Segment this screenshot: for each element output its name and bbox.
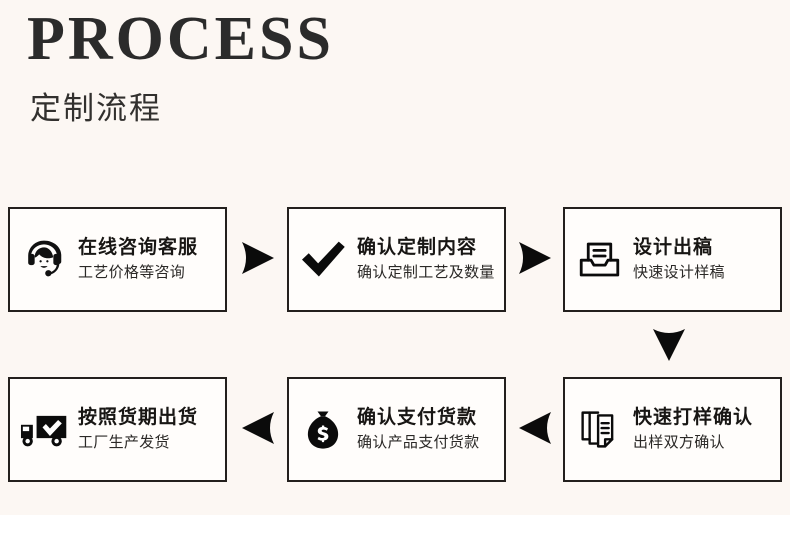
arrow-right-icon-2	[517, 241, 553, 275]
process-step-subtitle-4: 出样双方确认	[633, 434, 725, 452]
process-step-subtitle-5: 确认产品支付货款	[357, 434, 480, 452]
process-step-title-6: 按照货期出货	[78, 407, 199, 429]
process-step-card-5[interactable]: 确认支付货款 确认产品支付货款	[287, 377, 506, 482]
process-step-title-4: 快速打样确认	[633, 407, 754, 429]
process-step-title-2: 确认定制内容	[357, 237, 478, 259]
documents-stack-icon	[565, 379, 633, 480]
arrow-down-icon	[652, 327, 686, 363]
delivery-truck-icon	[10, 379, 78, 480]
process-step-subtitle-2: 确认定制工艺及数量	[357, 264, 495, 282]
process-step-card-3[interactable]: 设计出稿 快速设计样稿	[563, 207, 782, 312]
process-step-subtitle-6: 工厂生产发货	[78, 434, 170, 452]
money-bag-icon	[289, 379, 357, 480]
process-step-card-4[interactable]: 快速打样确认 出样双方确认	[563, 377, 782, 482]
arrow-left-icon-2	[240, 411, 276, 445]
design-tray-icon	[565, 209, 633, 310]
process-step-title-1: 在线咨询客服	[78, 237, 199, 259]
process-step-text-4: 快速打样确认 出样双方确认	[633, 405, 757, 453]
process-step-text-3: 设计出稿 快速设计样稿	[633, 235, 729, 283]
process-step-text-6: 按照货期出货 工厂生产发货	[78, 405, 202, 453]
process-step-card-6[interactable]: 按照货期出货 工厂生产发货	[8, 377, 227, 482]
process-step-card-1[interactable]: 在线咨询客服 工艺价格等咨询	[8, 207, 227, 312]
page-title-english: PROCESS	[27, 5, 334, 73]
process-step-card-2[interactable]: 确认定制内容 确认定制工艺及数量	[287, 207, 506, 312]
process-step-text-2: 确认定制内容 确认定制工艺及数量	[357, 235, 499, 283]
page-title-chinese: 定制流程	[30, 91, 162, 126]
arrow-left-icon-1	[517, 411, 553, 445]
process-step-text-5: 确认支付货款 确认产品支付货款	[357, 405, 483, 453]
headset-support-icon	[10, 209, 78, 310]
arrow-right-icon-1	[240, 241, 276, 275]
process-step-title-5: 确认支付货款	[357, 407, 478, 429]
process-step-text-1: 在线咨询客服 工艺价格等咨询	[78, 235, 202, 283]
checkmark-icon	[289, 209, 357, 310]
process-step-subtitle-1: 工艺价格等咨询	[78, 264, 186, 282]
process-step-subtitle-3: 快速设计样稿	[633, 264, 725, 282]
process-step-title-3: 设计出稿	[633, 237, 714, 259]
